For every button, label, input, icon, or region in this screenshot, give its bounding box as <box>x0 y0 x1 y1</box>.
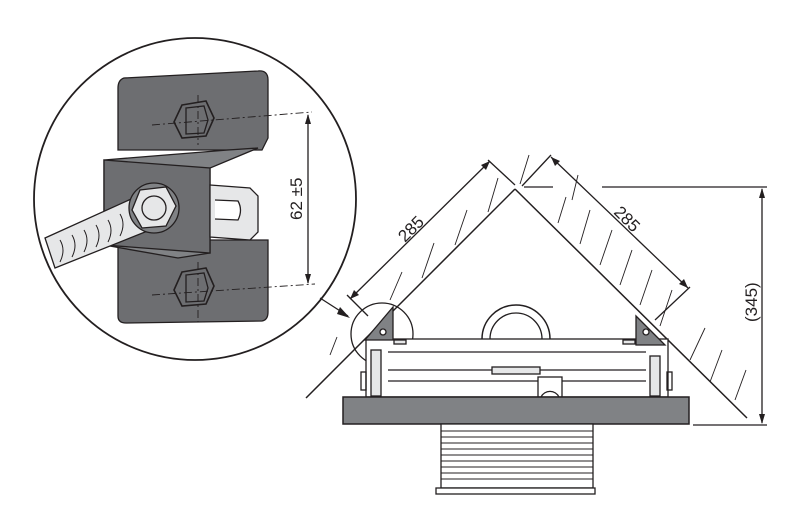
right-side-label: 285 <box>610 202 643 235</box>
level-screw-right <box>649 355 661 397</box>
dimension-line-right <box>550 156 689 289</box>
dimension-line-left <box>349 160 491 300</box>
drain-assembly <box>342 304 690 495</box>
wall-hatching <box>329 154 747 401</box>
bolt-top <box>173 100 215 139</box>
corner-walls <box>305 154 748 419</box>
bolt-spacing-label: 62 ±5 <box>287 178 306 220</box>
corner-bracket-right <box>635 314 667 346</box>
left-side-label: 285 <box>394 212 427 245</box>
detail-view: 62 ±5 <box>33 37 357 361</box>
outlet-body <box>440 423 594 489</box>
base-plate <box>342 396 690 425</box>
height-label: (345) <box>742 282 761 322</box>
bolt-bottom <box>173 267 215 307</box>
level-screw-left <box>370 349 382 397</box>
corner-bracket-left <box>363 305 394 341</box>
